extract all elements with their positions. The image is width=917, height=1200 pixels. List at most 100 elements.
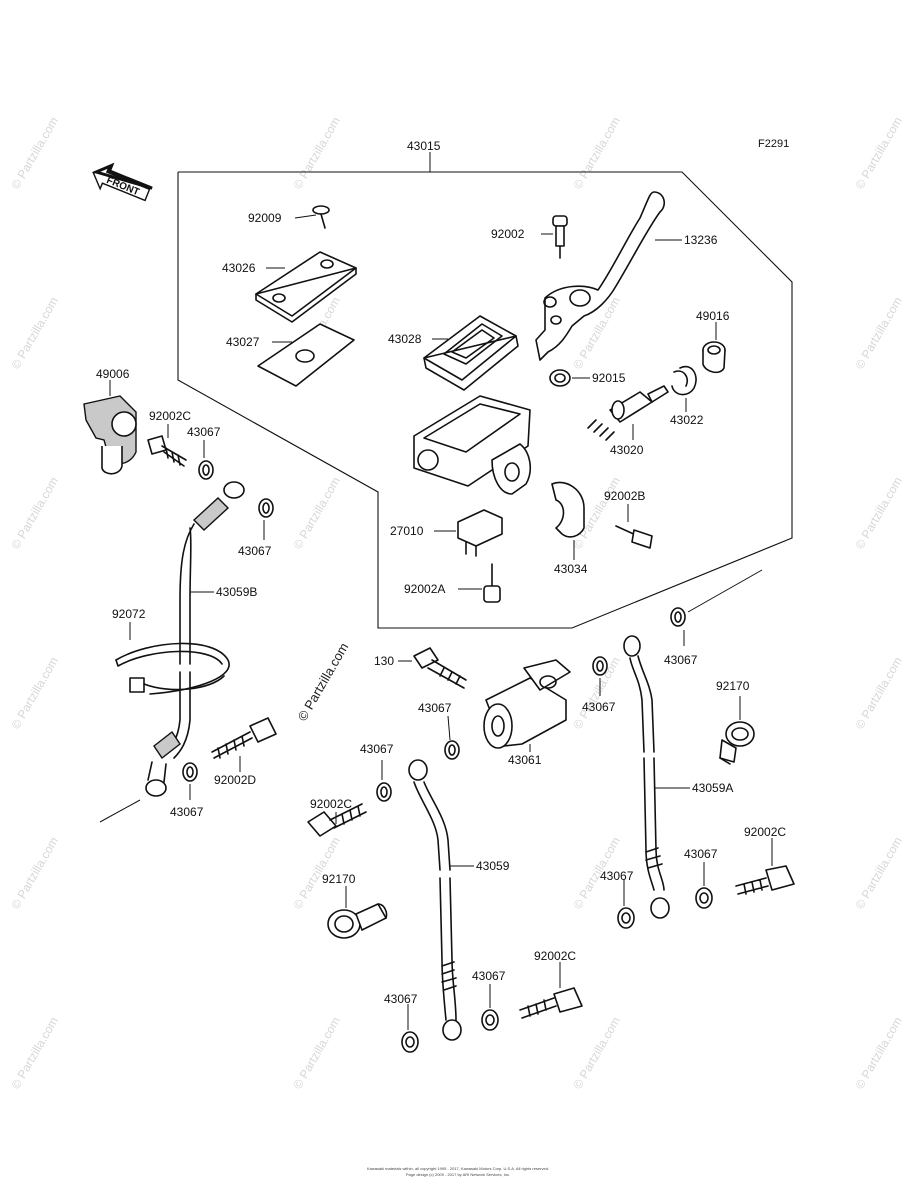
- label-92002C-top: 92002C: [149, 409, 191, 423]
- label-43015: 43015: [407, 139, 441, 153]
- assembly-frame: [177, 171, 793, 629]
- brake-lever-13236-icon: [535, 191, 666, 361]
- watermark-23: © Partzilla.com: [852, 1014, 905, 1091]
- watermark-5: © Partzilla.com: [8, 294, 61, 371]
- label-43067-a: 43067: [187, 425, 221, 439]
- label-92072: 92072: [112, 607, 146, 621]
- label-43067-i: 43067: [600, 869, 634, 883]
- banjo-bolt-92002C-left-icon: [307, 803, 367, 837]
- brake-switch-27010-icon: [457, 509, 503, 557]
- nut-92015-icon: [549, 369, 571, 387]
- label-43059B: 43059B: [216, 585, 257, 599]
- banjo-bolt-92002D-icon: [211, 717, 277, 759]
- piston-kit-43020-icon: [587, 385, 669, 441]
- label-43028: 43028: [388, 332, 422, 346]
- label-130: 130: [374, 654, 394, 668]
- banjo-cover-49006-icon: [83, 395, 137, 475]
- washer-43067-f-icon: [670, 607, 686, 627]
- diaphragm-plate-43027-icon: [257, 323, 355, 387]
- banjo-bolt-92002C-top-icon: [147, 435, 187, 467]
- label-43067-e: 43067: [582, 700, 616, 714]
- washer-43067-j-icon: [481, 1009, 499, 1031]
- figure-id: F2291: [758, 138, 789, 150]
- washer-43067-h-icon: [695, 887, 713, 909]
- watermark-1: © Partzilla.com: [8, 114, 61, 191]
- label-43059A: 43059A: [692, 781, 733, 795]
- label-92002C-right: 92002C: [744, 825, 786, 839]
- label-43067-k: 43067: [384, 992, 418, 1006]
- watermark-15: © Partzilla.com: [852, 654, 905, 731]
- watermark-21: © Partzilla.com: [290, 1014, 343, 1091]
- hose-clamp-92072-icon: [115, 642, 230, 695]
- label-92170-right: 92170: [716, 679, 750, 693]
- watermark-4: © Partzilla.com: [852, 114, 905, 191]
- washer-43067-g-icon: [376, 782, 392, 802]
- watermark-3: © Partzilla.com: [570, 114, 623, 191]
- brake-hose-43059A-icon: [623, 635, 670, 919]
- label-43022: 43022: [670, 413, 704, 427]
- washer-43067-k-icon: [401, 1031, 419, 1053]
- circlip-43022-icon: [671, 365, 697, 396]
- label-43027: 43027: [226, 335, 260, 349]
- label-43067-g: 43067: [360, 742, 394, 756]
- master-cylinder-body-icon: [413, 395, 532, 495]
- screw-92009-icon: [312, 205, 330, 229]
- label-92002C-bottom: 92002C: [534, 949, 576, 963]
- bolt-130-icon: [413, 647, 467, 689]
- label-43067-d: 43067: [418, 701, 452, 715]
- clamp-92170-right-icon: [719, 721, 755, 765]
- label-43067-c: 43067: [170, 805, 204, 819]
- watermark-9: © Partzilla.com: [8, 474, 61, 551]
- bolt-92002B-icon: [615, 525, 653, 549]
- diaphragm-43028-icon: [423, 315, 519, 391]
- label-43067-h: 43067: [684, 847, 718, 861]
- pivot-bolt-92002-icon: [552, 215, 568, 259]
- fitting-43061-icon: [483, 659, 571, 749]
- clamp-92170-left-icon: [327, 903, 388, 939]
- watermark-2: © Partzilla.com: [290, 114, 343, 191]
- screw-92002A-icon: [483, 563, 501, 603]
- watermark-8: © Partzilla.com: [852, 294, 905, 371]
- footer-copyright-line2: Page design (c) 2009 - 2017 by ARI Netwo…: [406, 1172, 510, 1177]
- label-49016: 49016: [696, 309, 730, 323]
- label-92002C-left: 92002C: [310, 797, 352, 811]
- reservoir-cap-43026-icon: [255, 251, 357, 323]
- brake-hose-43059-icon: [408, 759, 462, 1041]
- label-43034: 43034: [554, 562, 588, 576]
- label-92002D: 92002D: [214, 773, 256, 787]
- label-27010: 27010: [390, 524, 424, 538]
- watermark-13: © Partzilla.com: [8, 654, 61, 731]
- banjo-bolt-92002C-bottom-icon: [519, 987, 583, 1019]
- washer-43067-e-icon: [592, 656, 608, 676]
- watermark-10: © Partzilla.com: [290, 474, 343, 551]
- watermark-center: © Partzilla.com: [295, 640, 352, 723]
- label-92002A: 92002A: [404, 582, 445, 596]
- washer-43067-d-icon: [444, 740, 460, 760]
- washer-43067-b-icon: [258, 498, 274, 518]
- brake-hose-43059B-icon: [145, 481, 245, 797]
- washer-43067-a-icon: [198, 460, 214, 480]
- label-92009: 92009: [248, 211, 282, 225]
- label-43061: 43061: [508, 753, 542, 767]
- washer-43067-i-icon: [617, 907, 635, 929]
- label-92002: 92002: [491, 227, 525, 241]
- watermark-16: © Partzilla.com: [8, 834, 61, 911]
- footer-copyright-line1: Kawasaki materials within, all copyright…: [367, 1166, 549, 1171]
- label-43026: 43026: [222, 261, 256, 275]
- label-43059: 43059: [476, 859, 510, 873]
- watermark-19: © Partzilla.com: [852, 834, 905, 911]
- label-92015: 92015: [592, 371, 626, 385]
- label-49006: 49006: [96, 367, 130, 381]
- label-43067-f: 43067: [664, 653, 698, 667]
- clamp-43034-icon: [551, 481, 585, 538]
- label-43067-j: 43067: [472, 969, 506, 983]
- banjo-bolt-92002C-right-icon: [735, 865, 795, 895]
- label-13236: 13236: [684, 233, 718, 247]
- watermark-22: © Partzilla.com: [570, 1014, 623, 1091]
- label-92170-left: 92170: [322, 872, 356, 886]
- dust-boot-49016-icon: [702, 341, 726, 374]
- label-43020: 43020: [610, 443, 644, 457]
- front-arrow-icon: FRONT: [91, 162, 153, 202]
- watermark-12: © Partzilla.com: [852, 474, 905, 551]
